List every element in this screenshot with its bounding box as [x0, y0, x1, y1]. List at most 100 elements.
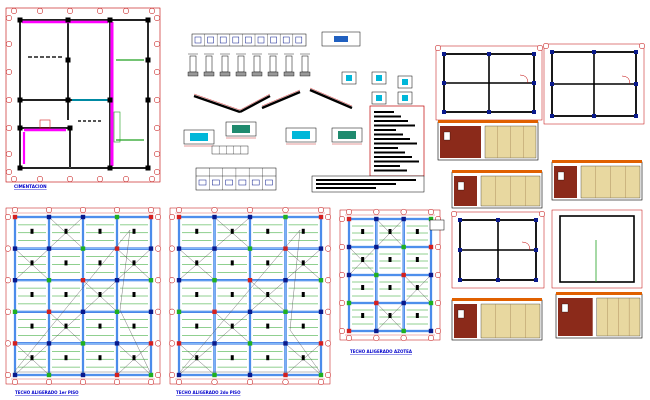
section-tag — [230, 355, 234, 361]
section-tag — [64, 355, 68, 361]
grid-axis-bubble — [324, 371, 332, 379]
section-tag — [30, 355, 34, 361]
column — [12, 309, 18, 314]
detail-core — [402, 95, 408, 101]
section-icon — [265, 179, 273, 186]
grid-axis-bubble — [10, 7, 18, 15]
column — [318, 372, 324, 378]
column — [318, 246, 324, 251]
column — [401, 216, 406, 222]
grid-axis-bubble — [122, 7, 130, 15]
column — [247, 309, 253, 314]
column — [46, 372, 52, 378]
section-footing — [267, 71, 279, 77]
grid-axis-bubble — [282, 378, 289, 386]
section-tag — [132, 355, 136, 361]
spec-line — [374, 138, 410, 140]
column — [458, 248, 462, 252]
column — [346, 244, 352, 250]
column-footing — [17, 17, 23, 23]
grid-axis-bubble — [373, 208, 380, 216]
grid-axis-bubble — [373, 334, 380, 342]
section-column — [221, 55, 229, 73]
column — [487, 52, 491, 56]
column — [176, 309, 182, 314]
column — [401, 244, 406, 250]
section-tag — [230, 323, 234, 329]
grid-axis-bubble — [36, 175, 44, 183]
grid-axis-bubble — [434, 271, 442, 279]
section-tag — [195, 292, 199, 297]
grid-axis-bubble — [324, 245, 332, 252]
column — [46, 246, 52, 251]
window — [457, 181, 465, 191]
section-tag — [361, 285, 365, 290]
column — [80, 278, 86, 283]
eave — [552, 160, 642, 163]
stair-slab — [309, 88, 353, 110]
section-footing — [203, 71, 215, 77]
slab-plan-2nd-floor — [168, 206, 332, 386]
column-footing — [145, 57, 151, 63]
column — [114, 214, 120, 220]
grid-axis-bubble — [154, 371, 162, 379]
schedule-table — [191, 33, 307, 47]
door-swing — [521, 241, 531, 251]
column — [550, 114, 554, 118]
column — [428, 272, 434, 278]
note-block — [58, 56, 62, 58]
structural-details — [183, 31, 445, 231]
column — [212, 278, 217, 283]
column — [283, 309, 288, 314]
section-tag — [132, 323, 136, 329]
callout-fill — [334, 36, 348, 42]
column — [550, 50, 554, 54]
column — [496, 278, 500, 282]
note-block — [52, 56, 56, 58]
window — [557, 171, 565, 181]
brick-wall — [454, 176, 477, 206]
grid-axis-bubble — [324, 277, 332, 284]
column — [247, 341, 253, 346]
section-icon — [198, 179, 207, 186]
slab-2-title: TECHO ALIGERADO 2do PISO — [176, 390, 241, 395]
section-tag — [266, 292, 270, 297]
section-tag — [301, 228, 305, 234]
grid-axis-bubble — [45, 378, 53, 386]
section-tag — [361, 257, 365, 262]
grid-axis-bubble — [153, 14, 161, 22]
grid-axis-bubble — [154, 308, 162, 315]
section-tag — [361, 229, 365, 234]
column — [374, 328, 379, 334]
column — [318, 309, 324, 314]
beam-detail-fill — [292, 131, 310, 139]
grid-axis-bubble — [153, 96, 161, 104]
stair-rebar — [261, 89, 301, 107]
column — [318, 278, 324, 283]
slab-roof-title: TECHO ALIGERADO AZOTEA — [350, 349, 413, 354]
elevation-drawings — [434, 42, 646, 341]
grid-axis-bubble — [168, 213, 176, 221]
section-icon — [232, 36, 240, 44]
column — [247, 246, 253, 251]
wall-outline — [559, 215, 635, 283]
brick-wall — [558, 298, 593, 336]
spec-line — [374, 147, 398, 149]
window — [443, 131, 451, 141]
grid-axis-bubble — [5, 68, 13, 76]
column — [80, 246, 86, 251]
grid-axis-bubble — [324, 308, 332, 315]
eave — [452, 298, 542, 301]
section-tag — [195, 323, 199, 329]
column — [458, 218, 462, 222]
column — [283, 278, 288, 283]
column-footing — [145, 17, 151, 23]
title-block-line — [316, 187, 376, 189]
section-tag — [388, 257, 392, 262]
section-tag — [388, 313, 392, 318]
column — [487, 110, 491, 114]
grid-axis-bubble — [5, 14, 13, 22]
grid-axis-bubble — [434, 243, 442, 251]
window — [457, 309, 465, 319]
